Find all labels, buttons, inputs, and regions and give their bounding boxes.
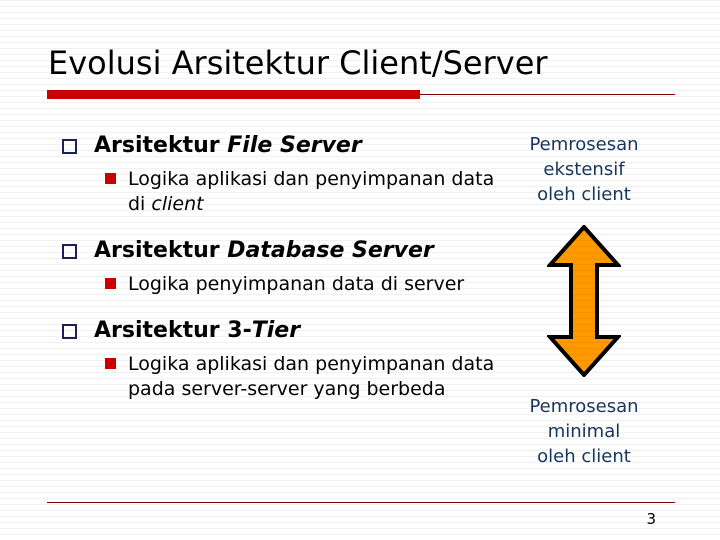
bullet-heading-emphasis: Database Server — [227, 238, 434, 263]
filled-square-bullet-icon — [105, 358, 116, 369]
bullet-heading-text: Arsitektur 3- — [94, 318, 252, 343]
bullet-list: Arsitektur File Server Logika aplikasi d… — [56, 132, 508, 402]
sub-bullet-text: Logika aplikasi dan penyimpanan data di — [128, 168, 495, 215]
hollow-square-bullet-icon — [62, 324, 77, 339]
bullet-heading-emphasis: File Server — [227, 133, 362, 158]
sub-bullet-file-server: Logika aplikasi dan penyimpanan data di … — [56, 167, 508, 217]
bullet-heading-text: Arsitektur — [94, 133, 228, 158]
title-rule-bar — [47, 90, 420, 99]
bullet-item-3-tier: Arsitektur 3-Tier — [56, 317, 508, 345]
side-note-bottom-line3: oleh client — [537, 446, 631, 467]
sub-bullet-text: Logika penyimpanan data di server — [128, 273, 465, 295]
side-note-bottom-line2: minimal — [547, 421, 621, 442]
bullet-heading-text: Arsitektur — [94, 238, 228, 263]
side-note-top: Pemrosesan ekstensif oleh client — [484, 132, 684, 207]
page-number: 3 — [646, 510, 656, 528]
filled-square-bullet-icon — [105, 278, 116, 289]
sub-bullet-emphasis: client — [151, 193, 204, 215]
hollow-square-bullet-icon — [62, 139, 77, 154]
side-note-top-line2: ekstensif — [543, 159, 625, 180]
sub-bullet-database-server: Logika penyimpanan data di server — [56, 272, 508, 297]
side-note-top-line3: oleh client — [537, 184, 631, 205]
sub-bullet-text: Logika aplikasi dan penyimpanan data pad… — [128, 353, 495, 400]
bullet-item-file-server: Arsitektur File Server — [56, 132, 508, 160]
bullet-heading-emphasis: Tier — [251, 318, 301, 343]
bullet-item-database-server: Arsitektur Database Server — [56, 237, 508, 265]
side-note-bottom: Pemrosesan minimal oleh client — [484, 394, 684, 469]
side-note-bottom-line1: Pemrosesan — [529, 396, 639, 417]
hollow-square-bullet-icon — [62, 244, 77, 259]
side-note-top-line1: Pemrosesan — [529, 134, 639, 155]
filled-square-bullet-icon — [105, 173, 116, 184]
double-headed-vertical-arrow-icon — [545, 224, 623, 378]
sub-bullet-3-tier: Logika aplikasi dan penyimpanan data pad… — [56, 352, 508, 402]
footer-rule — [47, 502, 675, 503]
page-title: Evolusi Arsitektur Client/Server — [48, 44, 548, 82]
